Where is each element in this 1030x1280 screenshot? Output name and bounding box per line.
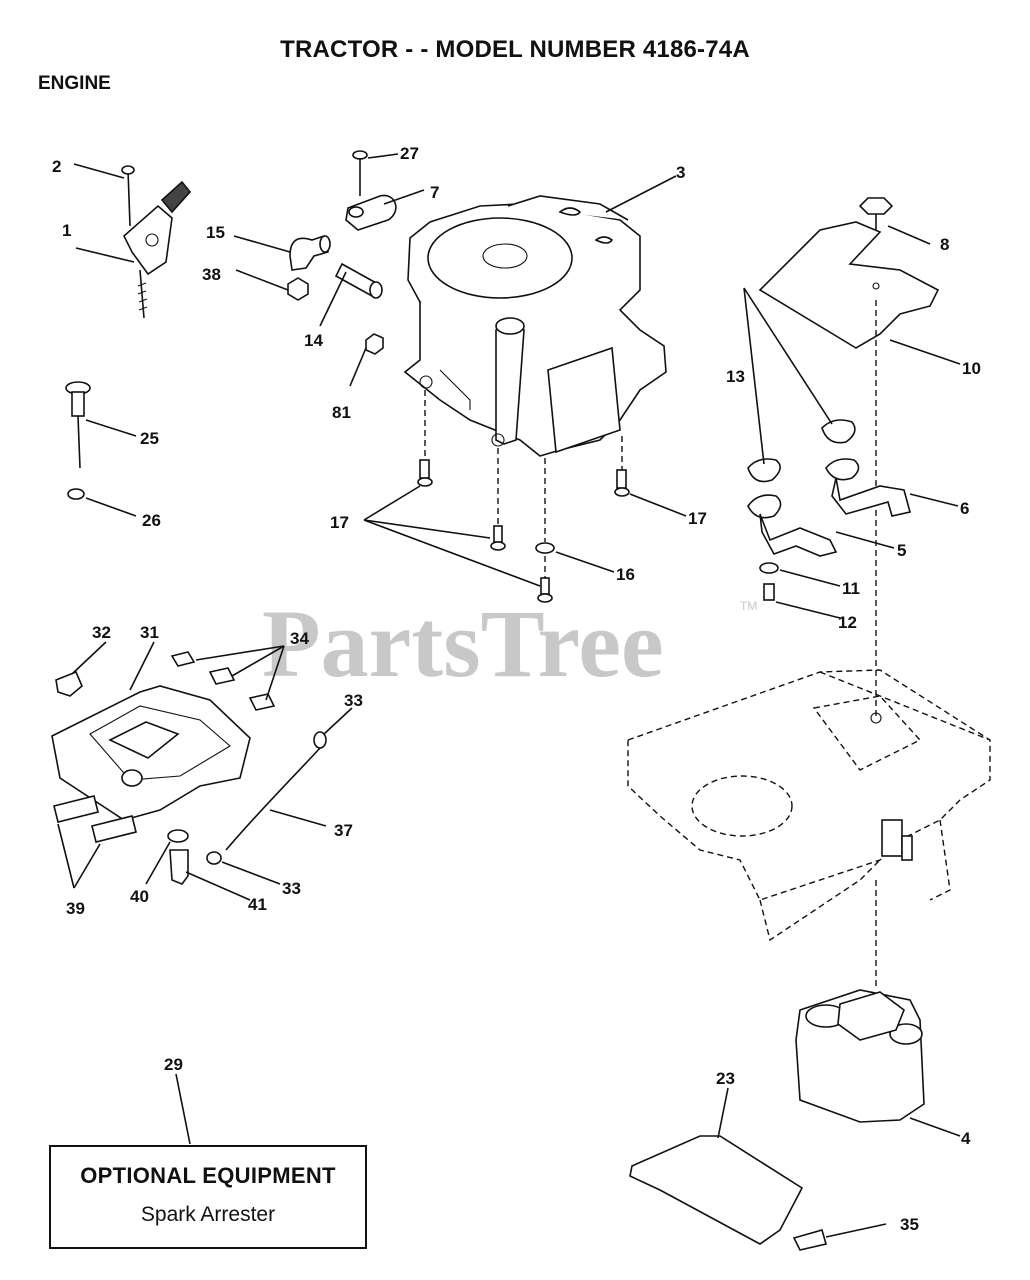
callout-81: 81 — [332, 403, 351, 422]
callout-34: 34 — [290, 629, 309, 648]
part-bracket-plate — [629, 1135, 887, 1251]
callout-11: 11 — [842, 579, 860, 598]
section-label: ENGINE — [38, 73, 111, 94]
callout-23: 23 — [716, 1069, 735, 1088]
callout-7: 7 — [430, 183, 439, 202]
optional-equipment-item: Spark Arrester — [140, 1203, 276, 1226]
callout-labels: 1 2 3 4 5 6 7 8 10 11 12 13 14 15 16 17 … — [52, 144, 981, 1234]
callout-12: 12 — [838, 613, 857, 632]
callout-39: 39 — [66, 899, 85, 918]
callout-32: 32 — [92, 623, 111, 642]
callout-17-right: 17 — [688, 509, 707, 528]
part-nut-81 — [365, 333, 384, 355]
callout-35: 35 — [900, 1215, 919, 1234]
optional-equipment-title: OPTIONAL EQUIPMENT — [80, 1163, 336, 1188]
callout-25: 25 — [140, 429, 159, 448]
callout-4: 4 — [961, 1129, 971, 1148]
watermark-text: PartsTree — [262, 590, 664, 697]
part-clamp — [345, 150, 397, 231]
part-engine — [403, 195, 667, 457]
part-muffler — [795, 989, 925, 1123]
callout-37: 37 — [334, 821, 353, 840]
part-washer-11 — [759, 562, 779, 574]
callout-33-top: 33 — [344, 691, 363, 710]
callout-41: 41 — [248, 895, 267, 914]
leader-lines — [57, 153, 961, 1145]
callout-31: 31 — [140, 623, 159, 642]
part-frame — [627, 669, 991, 942]
callout-29: 29 — [164, 1055, 183, 1074]
callout-14: 14 — [304, 331, 323, 350]
callout-13: 13 — [726, 367, 745, 386]
callout-5: 5 — [897, 541, 906, 560]
callout-1: 1 — [62, 221, 71, 240]
callout-40: 40 — [130, 887, 149, 906]
callout-16: 16 — [616, 565, 635, 584]
callout-6: 6 — [960, 499, 969, 518]
callout-15: 15 — [206, 223, 225, 242]
part-engine-bolts — [417, 390, 630, 603]
part-bolt-12 — [763, 583, 775, 601]
part-shield — [758, 197, 940, 349]
page-title: TRACTOR - - MODEL NUMBER 4186-74A — [280, 36, 750, 63]
callout-27: 27 — [400, 144, 419, 163]
watermark-trademark: TM — [740, 599, 757, 613]
part-breather-hose — [167, 731, 327, 885]
callout-17-left: 17 — [330, 513, 349, 532]
callout-10: 10 — [962, 359, 981, 378]
part-throttle-bracket — [121, 165, 192, 319]
optional-equipment-box: OPTIONAL EQUIPMENT Spark Arrester — [49, 1145, 367, 1249]
part-exhaust-pipes — [747, 419, 911, 557]
callout-26: 26 — [142, 511, 161, 530]
part-air-cleaner — [51, 651, 276, 843]
callout-38: 38 — [202, 265, 221, 284]
callout-8: 8 — [940, 235, 949, 254]
part-elbow-fitting — [287, 234, 383, 301]
callout-33-bottom: 33 — [282, 879, 301, 898]
callout-2: 2 — [52, 157, 61, 176]
callout-3: 3 — [676, 163, 685, 182]
part-dipstick — [65, 381, 91, 500]
